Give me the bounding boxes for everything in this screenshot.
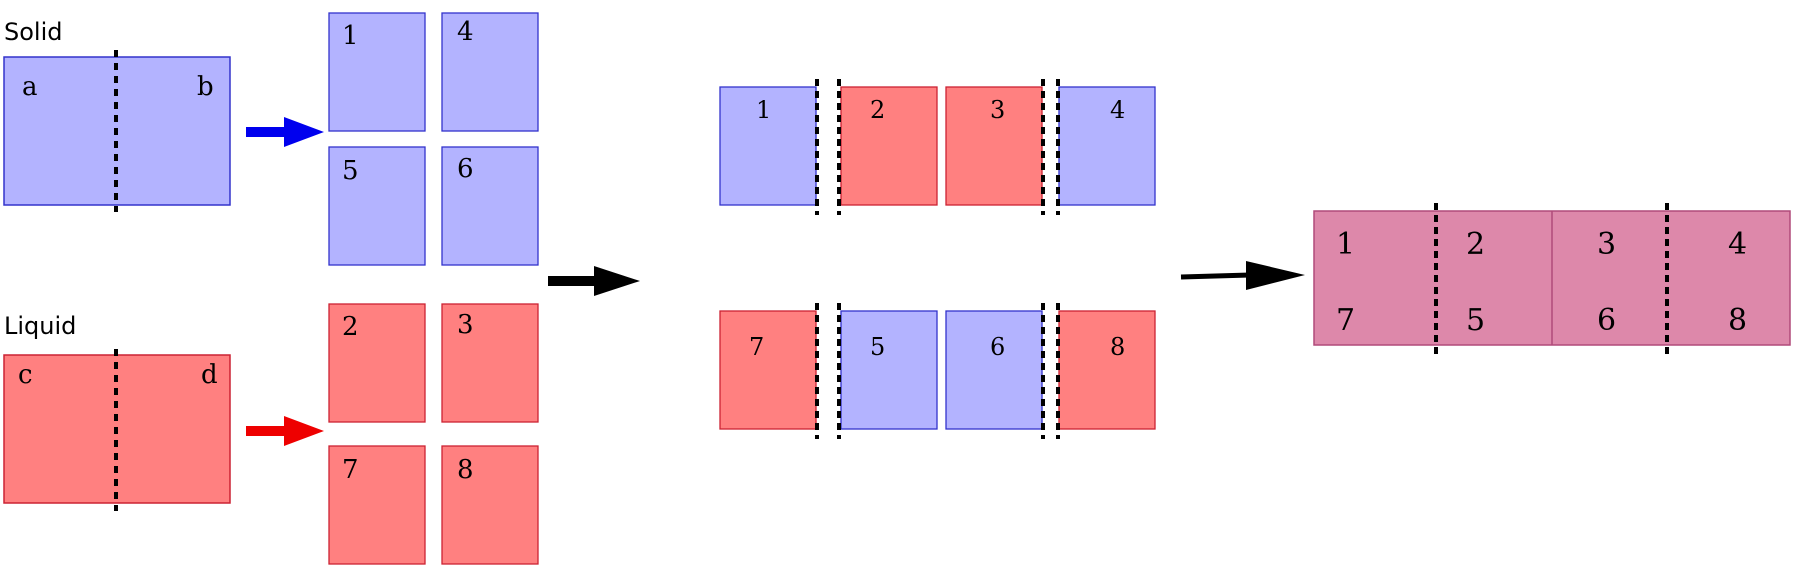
red-split-arrow (246, 416, 324, 446)
liquid-piece: 8 (441, 445, 539, 565)
arranged-piece-label: 4 (1110, 96, 1125, 124)
solid-right-label: b (197, 72, 214, 102)
solid-piece: 5 (328, 146, 426, 266)
arranged-piece-label: 1 (756, 96, 771, 124)
svg-text:5: 5 (342, 156, 359, 186)
arranged-piece-label: 8 (1110, 333, 1125, 361)
arranged-bottom-row: 7 5 6 8 (719, 303, 1156, 439)
svg-text:8: 8 (457, 455, 474, 485)
svg-text:6: 6 (457, 154, 474, 184)
liquid-left-label: c (18, 360, 33, 390)
solid-left-label: a (22, 72, 38, 102)
combined-label: 3 (1597, 227, 1616, 262)
arranged-piece-label: 3 (990, 96, 1005, 124)
svg-text:4: 4 (457, 17, 474, 47)
svg-text:1: 1 (342, 21, 359, 51)
svg-text:7: 7 (342, 455, 359, 485)
solid-title: Solid (4, 18, 63, 46)
combined-block: 1 2 3 4 7 5 6 8 (1313, 203, 1791, 355)
solid-piece: 4 (441, 12, 539, 132)
combined-label: 2 (1466, 227, 1485, 262)
blue-split-arrow (246, 117, 324, 147)
combined-label: 4 (1728, 227, 1747, 262)
liquid-piece: 3 (441, 303, 539, 423)
combined-label: 8 (1728, 303, 1747, 338)
liquid-title: Liquid (4, 312, 76, 340)
arrange-arrow (548, 266, 640, 296)
svg-text:2: 2 (342, 312, 359, 342)
arranged-piece-label: 2 (870, 96, 885, 124)
combined-label: 6 (1597, 303, 1616, 338)
liquid-piece: 7 (328, 445, 426, 565)
combined-label: 7 (1336, 303, 1355, 338)
arranged-piece-label: 7 (749, 333, 764, 361)
arranged-piece-label: 6 (990, 333, 1005, 361)
arranged-piece-label: 5 (870, 333, 885, 361)
solid-piece: 6 (441, 146, 539, 266)
arranged-top-row: 1 2 3 4 (719, 79, 1156, 215)
liquid-right-label: d (201, 360, 218, 390)
svg-text:3: 3 (457, 310, 474, 340)
combined-label: 1 (1336, 227, 1355, 262)
solid-piece: 1 (328, 12, 426, 132)
combined-label: 5 (1466, 303, 1485, 338)
combine-arrow (1180, 261, 1305, 290)
liquid-piece: 2 (328, 303, 426, 423)
